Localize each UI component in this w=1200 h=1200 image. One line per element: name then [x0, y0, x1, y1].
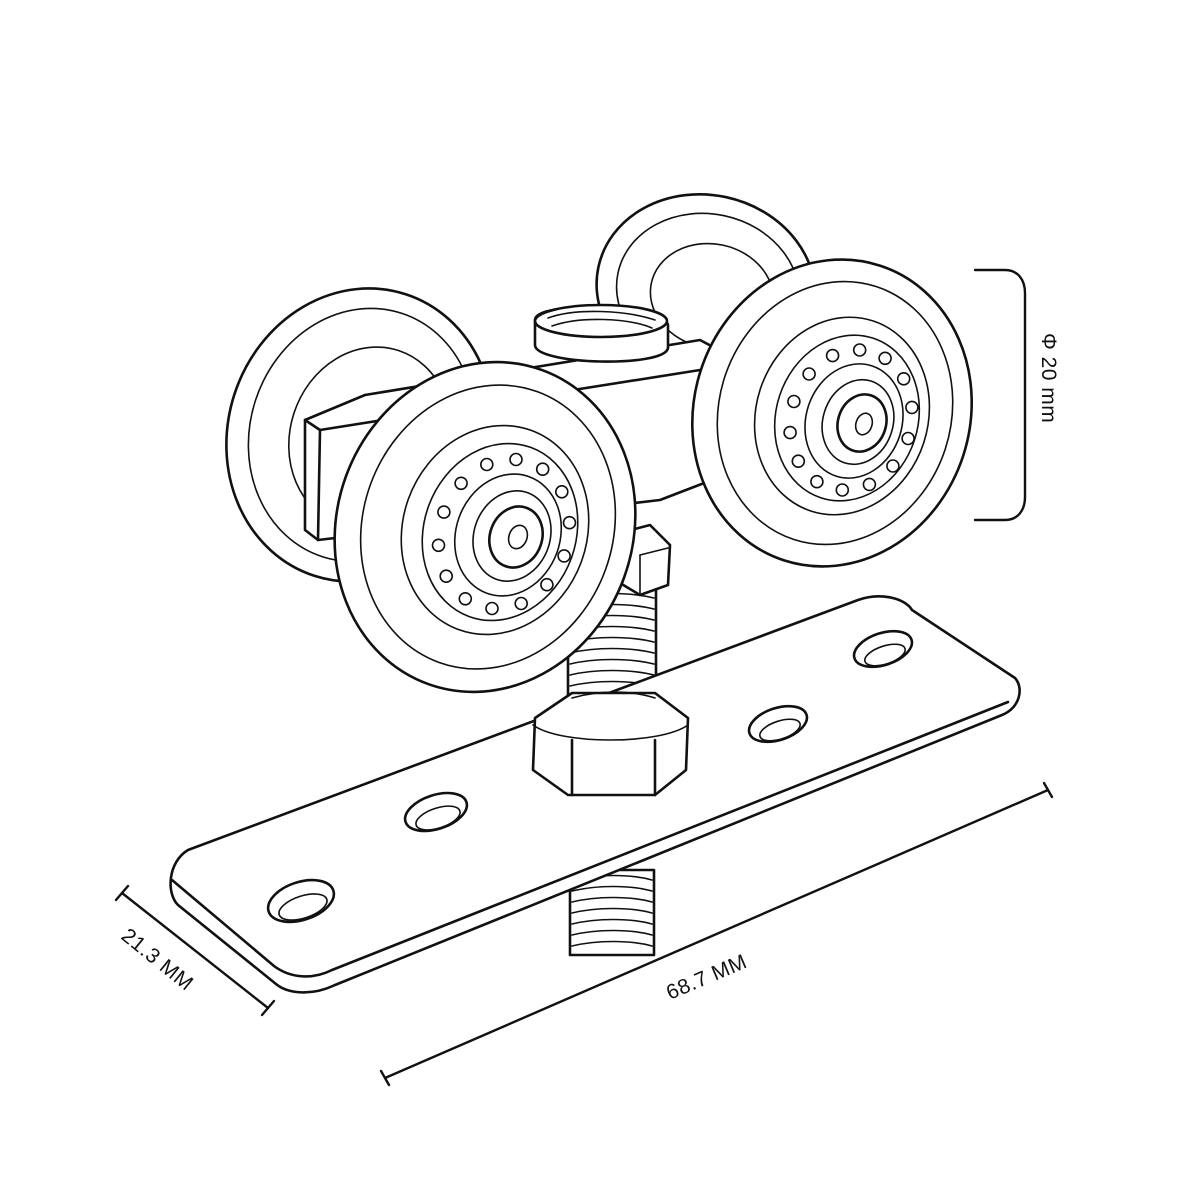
- bearing-ball: [562, 515, 577, 530]
- bearing-ball: [886, 459, 900, 473]
- bearing-ball: [509, 452, 523, 467]
- bearing-ball: [458, 591, 473, 606]
- bearing-ball: [554, 484, 569, 499]
- bearing-ball: [810, 474, 824, 489]
- bearing-ball: [835, 483, 850, 497]
- bearing-ball: [540, 577, 554, 592]
- bearing-ball: [439, 569, 454, 584]
- adjustment-screw-head: [533, 303, 670, 363]
- bearing-ball: [905, 400, 919, 415]
- mounting-hole-1: [266, 878, 336, 924]
- bearing-ball: [787, 394, 801, 409]
- bearing-ball: [896, 371, 911, 386]
- bearing-ball: [535, 462, 550, 477]
- bearing-ball: [791, 454, 806, 469]
- bearing-ball: [431, 538, 446, 553]
- bearing-ball: [802, 367, 816, 381]
- length-label: 68.7 MM: [663, 950, 750, 1004]
- bearing-ball: [901, 431, 915, 446]
- diameter-label: Φ 20 mm: [1037, 333, 1060, 423]
- bearing-ball: [862, 477, 877, 492]
- bearing-ball: [514, 596, 529, 611]
- bearing-ball: [479, 457, 494, 472]
- hex-nut: [531, 691, 690, 797]
- bearing-ball: [437, 505, 451, 519]
- bearing-ball: [825, 348, 840, 363]
- bearing-ball: [485, 601, 499, 616]
- bearing-ball: [878, 351, 892, 366]
- mounting-hole-2: [403, 791, 469, 833]
- mounting-hole-3: [747, 704, 809, 744]
- diameter-dimension: Φ 20 mm: [973, 268, 1060, 522]
- width-label: 21.3 MM: [117, 924, 198, 995]
- bearing-ball: [783, 425, 797, 440]
- wheel-front-right: [690, 258, 974, 568]
- mounting-hole-4: [852, 629, 914, 669]
- wheel-front-left: [333, 360, 637, 694]
- bearing-ball: [852, 343, 867, 357]
- bearing-ball: [557, 549, 571, 563]
- bearing-ball: [454, 476, 468, 491]
